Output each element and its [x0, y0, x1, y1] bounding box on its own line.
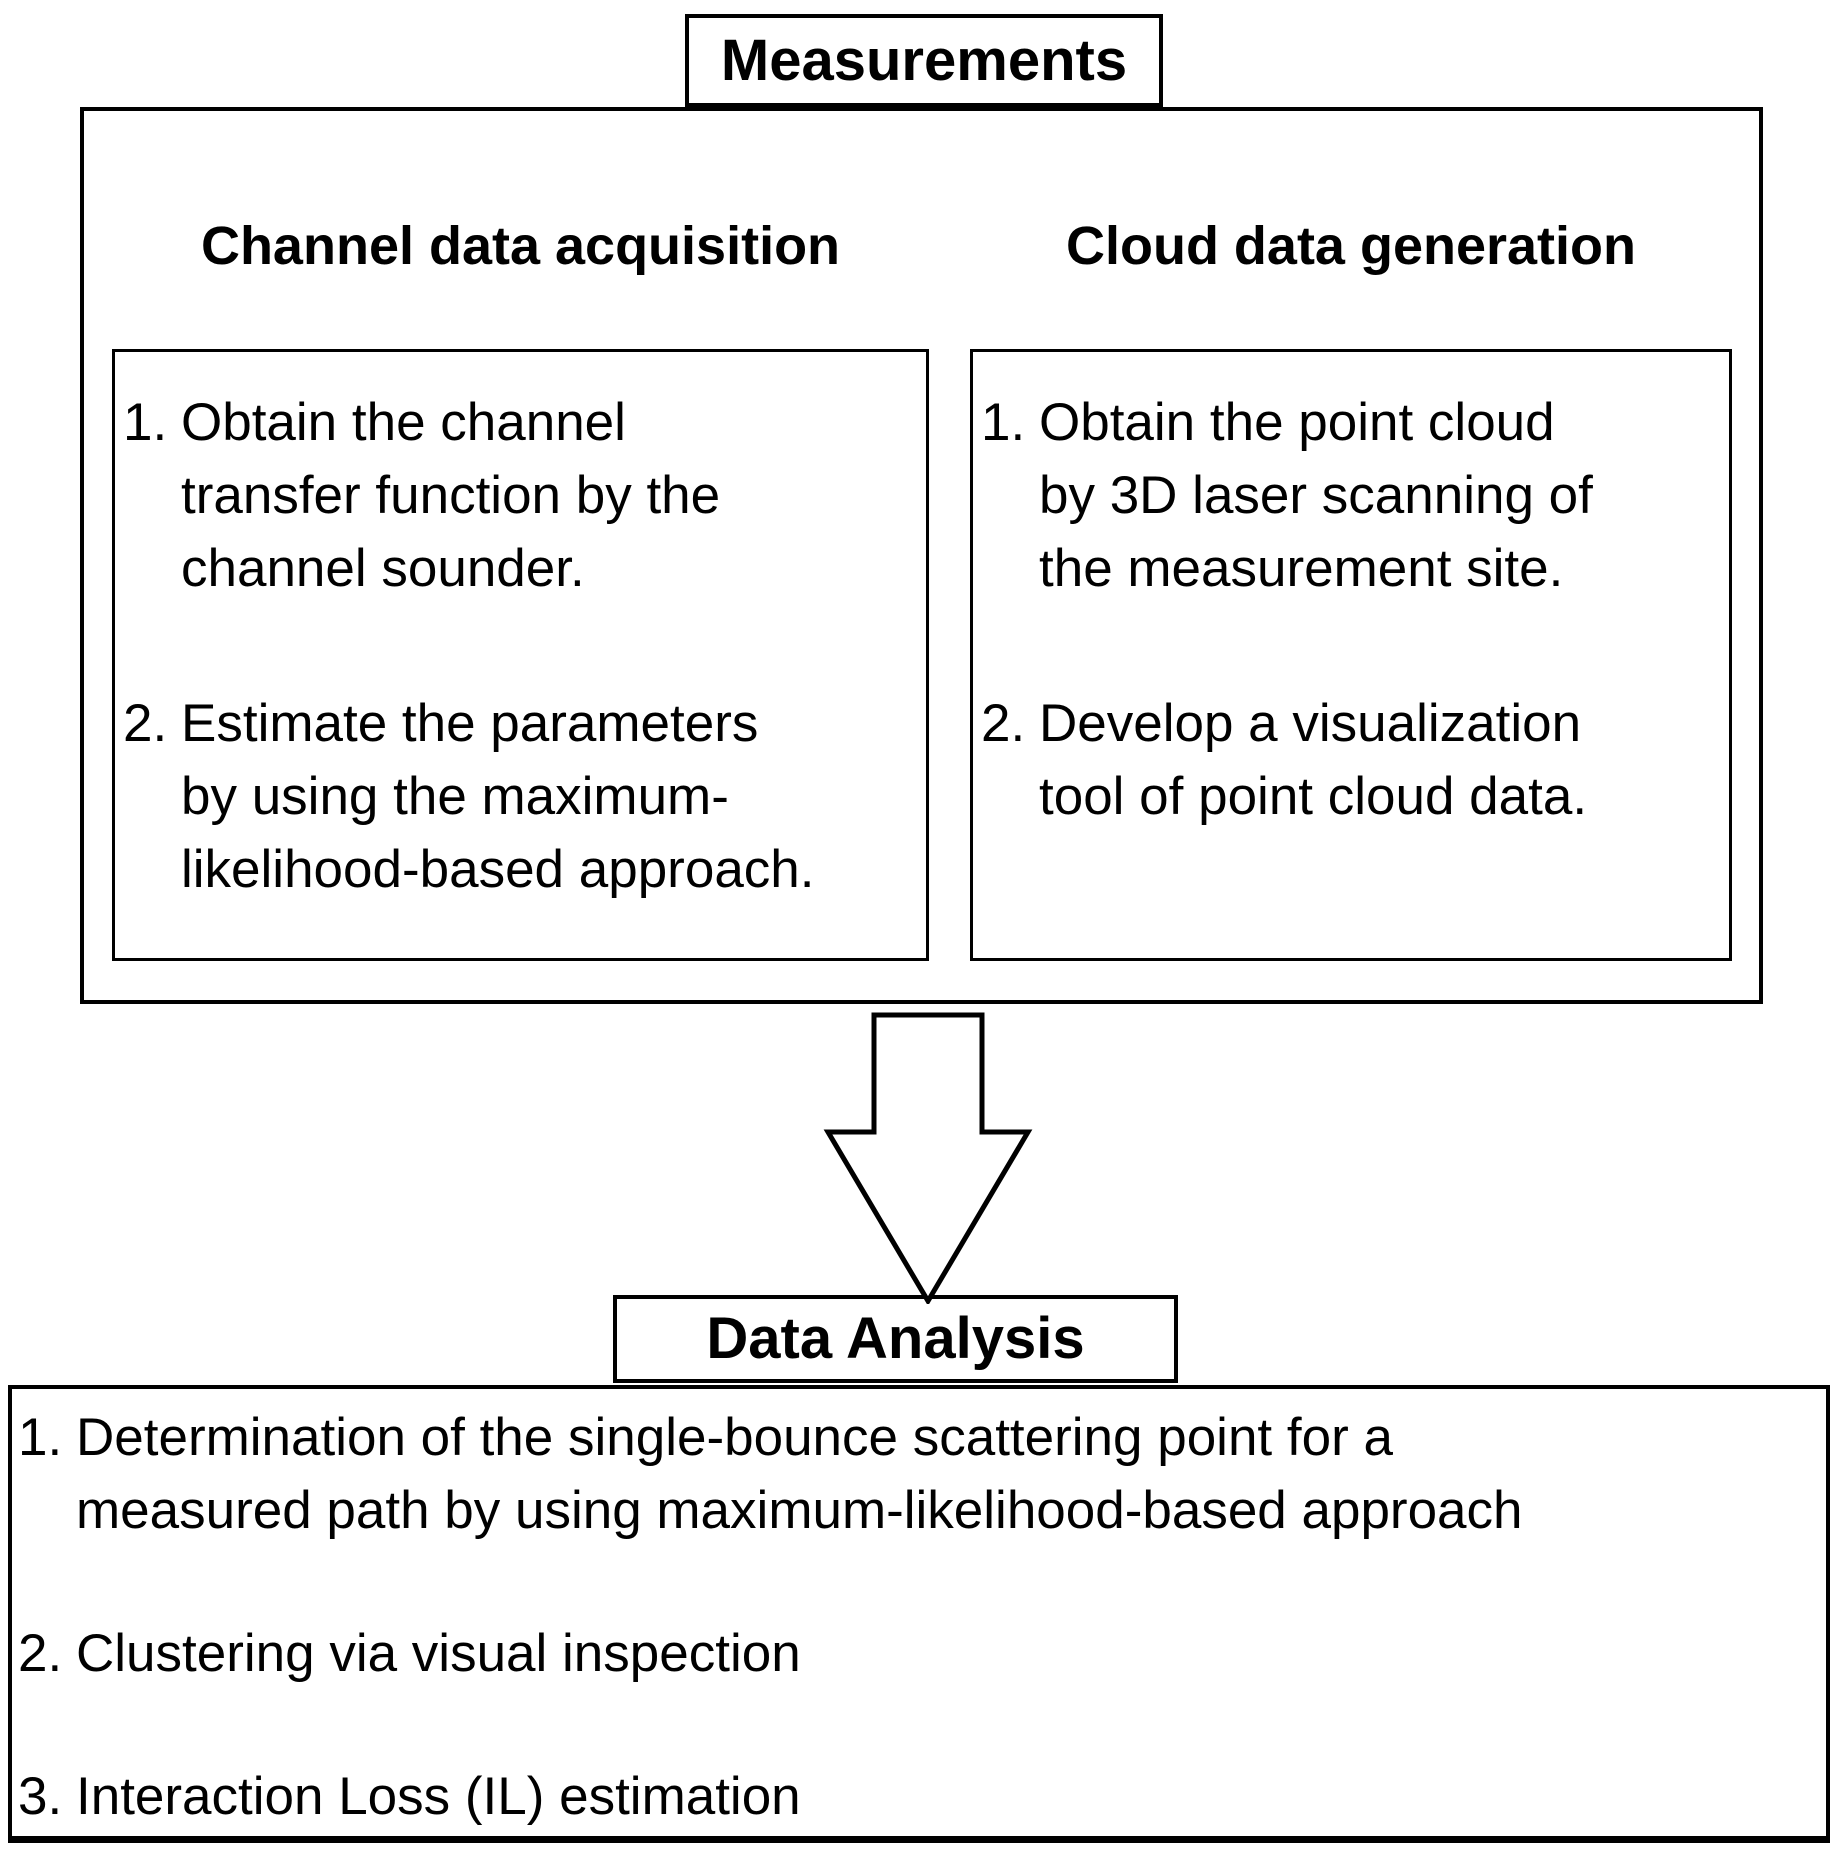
list-item: 1. Determination of the single-bounce sc… — [18, 1401, 1806, 1547]
list-item: 3. Interaction Loss (IL) estimation — [18, 1760, 1806, 1833]
data-analysis-title: Data Analysis — [706, 1306, 1085, 1371]
data-analysis-title-box: Data Analysis — [613, 1295, 1178, 1383]
measurements-panel: Channel data acquisition Cloud data gene… — [80, 107, 1763, 1004]
item-text: Obtain the channel transfer function by … — [181, 393, 721, 598]
column-heading-cloud: Cloud data generation — [970, 211, 1732, 281]
item-text: Obtain the point cloud by 3D laser scann… — [1039, 393, 1593, 598]
list-item: 1. Obtain the channel transfer function … — [123, 386, 912, 605]
list-item: 2. Develop a visualization tool of point… — [981, 687, 1715, 833]
measurements-title: Measurements — [720, 27, 1128, 93]
item-number: 1. — [18, 1408, 63, 1467]
item-number: 3. — [18, 1767, 63, 1826]
item-number: 1. — [981, 393, 1026, 452]
down-arrow-icon — [823, 1012, 1033, 1304]
cloud-heading-label: Cloud data generation — [1065, 216, 1637, 276]
item-number: 1. — [123, 393, 168, 452]
analysis-panel: 1. Determination of the single-bounce sc… — [8, 1385, 1830, 1843]
channel-heading-label: Channel data acquisition — [200, 216, 841, 276]
measurements-title-box: Measurements — [685, 14, 1163, 107]
item-text: Interaction Loss (IL) estimation — [76, 1767, 801, 1826]
item-number: 2. — [981, 694, 1026, 753]
list-item: 2. Estimate the parameters by using the … — [123, 687, 912, 906]
item-number: 2. — [123, 694, 168, 753]
item-text: Clustering via visual inspection — [76, 1624, 801, 1683]
item-text: Determination of the single-bounce scatt… — [76, 1408, 1523, 1540]
channel-steps-box: 1. Obtain the channel transfer function … — [112, 349, 929, 961]
column-heading-channel: Channel data acquisition — [112, 211, 929, 281]
list-item: 1. Obtain the point cloud by 3D laser sc… — [981, 386, 1715, 605]
cloud-steps-box: 1. Obtain the point cloud by 3D laser sc… — [970, 349, 1732, 961]
item-text: Estimate the parameters by using the max… — [181, 694, 815, 899]
item-number: 2. — [18, 1624, 63, 1683]
item-text: Develop a visualization tool of point cl… — [1039, 694, 1588, 826]
list-item: 2. Clustering via visual inspection — [18, 1617, 1806, 1690]
